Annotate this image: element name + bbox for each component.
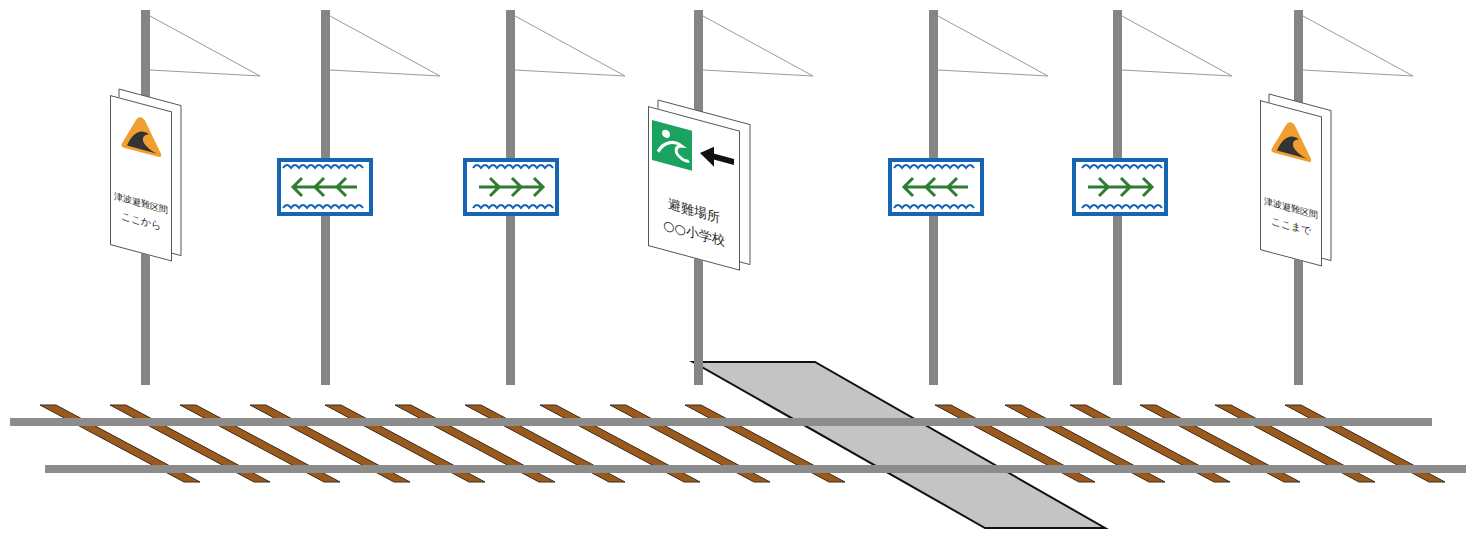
icon-triangle [121,112,161,158]
icon-square [652,120,692,171]
tsunami-icon [119,108,163,160]
direction-arrow-head [700,143,714,167]
catenary [150,16,1413,76]
tsunami-icon [1269,113,1313,165]
rail [10,418,1432,426]
level-crossing [693,362,1105,528]
icon-triangle [1271,117,1311,163]
sign-board: 津波避難区間ここから [110,95,172,262]
icon-wave [127,127,159,154]
poles [141,10,1303,385]
sign-text: ここから [121,210,161,233]
sign-text: ここまで [1271,215,1311,238]
evacuation-icon [652,118,736,185]
icon-wave [1277,132,1309,159]
arrow-sign-right [465,160,557,214]
sign-board: 津波避難区間ここまで [1260,100,1322,267]
rail [45,465,1466,473]
icon-figure [662,129,670,139]
icon-wave [658,138,689,161]
arrow-sign-left [279,160,371,214]
sign-board: 避難場所○○小学校 [648,106,740,271]
arrow-sign-right [1074,160,1166,214]
arrow-sign-left [890,160,982,214]
